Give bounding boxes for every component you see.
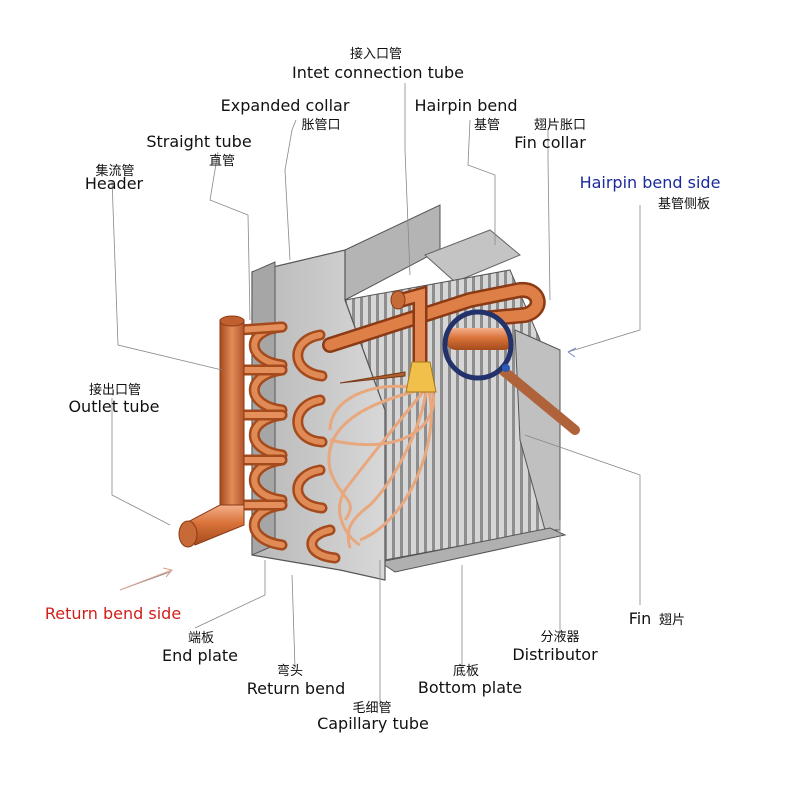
label-bottom-cn: 底板 [453, 663, 479, 679]
label-bottom-en: Bottom plate [418, 678, 522, 697]
label-expanded-cn: 胀管口 [301, 118, 340, 133]
label-fin-en: Fin [629, 609, 652, 628]
label-header-cn: 集流管 [95, 163, 134, 179]
label-distributor-cn: 分液器 [540, 630, 579, 645]
label-straight-cn: 直管 [209, 154, 235, 169]
label-capillary-cn: 毛细管 [352, 701, 391, 716]
label-fincollar-en: Fin collar [514, 133, 586, 152]
label-outlet-cn: 接出口管 [89, 382, 141, 398]
label-hairpinside-cn: 基管侧板 [658, 197, 710, 212]
label-inlet-en: Intet connection tube [292, 63, 464, 82]
hairpin-side-arrow-icon [567, 347, 577, 358]
label-hairpin-cn: 基管 [474, 118, 500, 133]
label-expanded-en: Expanded collar [221, 96, 350, 115]
capillary-tubes [327, 384, 436, 549]
label-returnside-en: Return bend side [45, 604, 181, 623]
capillary-nozzle [339, 371, 406, 384]
label-hairpinside-en: Hairpin bend side [580, 173, 721, 192]
label-endplate-cn: 端板 [188, 631, 214, 646]
bottom-plate [378, 527, 567, 573]
label-endplate-en: End plate [162, 646, 238, 665]
label-hairpin-en: Hairpin bend [415, 96, 518, 115]
label-fincollar-cn: 翅片胀口 [534, 117, 586, 133]
side-arrows [119, 347, 577, 591]
label-fin-cn: 翅片 [659, 612, 685, 628]
distributor [405, 361, 437, 393]
return-side-arrow-icon [119, 567, 173, 591]
label-returnbend-cn: 弯头 [277, 663, 303, 679]
label-outlet-en: Outlet tube [68, 397, 159, 416]
magnifier [442, 309, 580, 435]
outlet-pipe [178, 504, 245, 548]
label-distributor-en: Distributor [512, 645, 598, 664]
leader-lines [111, 83, 641, 702]
straight-tubes [234, 321, 288, 511]
label-returnbend-en: Return bend [247, 679, 345, 698]
label-capillary-en: Capillary tube [317, 714, 429, 733]
callout-labels: 接入口管 Intet connection tube Expanded coll… [45, 46, 721, 733]
label-header-en: Header [85, 174, 144, 193]
header-pipe [219, 315, 245, 526]
label-inlet-cn: 接入口管 [350, 46, 402, 62]
inlet-pipe [322, 282, 546, 373]
label-straight-en: Straight tube [146, 132, 251, 151]
